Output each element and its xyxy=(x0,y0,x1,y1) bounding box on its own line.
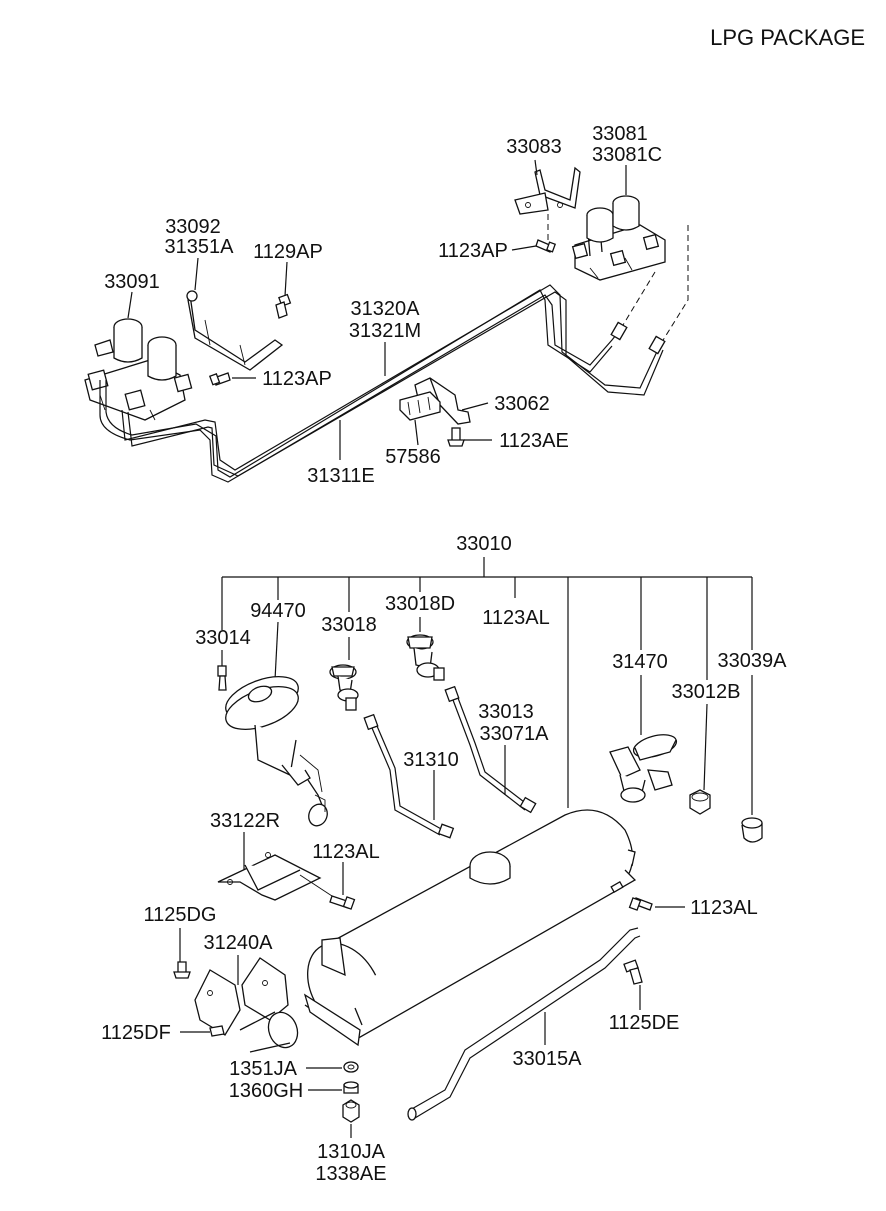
pipe-clip-57586 xyxy=(399,391,441,421)
solenoid-valve-right xyxy=(571,195,666,281)
cap-33039A xyxy=(741,817,763,843)
bolt-1123AP-right xyxy=(535,239,557,253)
bolt-1123AP-left xyxy=(208,372,231,386)
diagram-title: LPG PACKAGE xyxy=(710,25,865,50)
leader-tree-33010 xyxy=(221,557,753,815)
valve-33018D xyxy=(406,634,445,681)
leader-33083 xyxy=(534,159,538,176)
leader-33062 xyxy=(461,402,489,411)
pipe-33015A xyxy=(407,927,641,1121)
label-1360GH: 1360GH xyxy=(229,1080,304,1102)
label-33071A: 33071A xyxy=(480,723,550,745)
pipe-33013 xyxy=(444,685,537,814)
label-1125DE: 1125DE xyxy=(609,1012,680,1034)
label-33091: 33091 xyxy=(104,271,160,293)
fuel-sender-94470 xyxy=(225,676,328,827)
label-33092: 33092 xyxy=(165,216,221,238)
pipe-31310 xyxy=(363,713,455,839)
label-33083: 33083 xyxy=(506,136,562,158)
solenoid-valve-left xyxy=(84,318,193,421)
label-1351JA: 1351JA xyxy=(229,1058,297,1080)
label-33039A: 33039A xyxy=(718,650,788,672)
bolt-1129AP xyxy=(275,293,292,319)
bolt-1123AL-b xyxy=(329,895,356,910)
label-31310: 31310 xyxy=(403,749,459,771)
nut-33012B xyxy=(689,789,711,815)
leader-33091 xyxy=(127,291,133,319)
label-31240A: 31240A xyxy=(204,932,274,954)
label-33012B: 33012B xyxy=(672,681,741,703)
leader-1123AP-right xyxy=(511,245,537,251)
lpg-tank xyxy=(303,809,637,1047)
label-1123AP-left: 1123AP xyxy=(262,368,332,390)
bolt-1125DE xyxy=(623,959,643,985)
bracket-33083 xyxy=(514,166,581,215)
leader-57586 xyxy=(414,419,419,446)
washer-1351JA xyxy=(343,1061,359,1073)
label-1123AP-right: 1123AP xyxy=(438,240,508,262)
leader-33092 xyxy=(194,257,199,291)
guide-1123AL-b xyxy=(299,874,333,897)
label-1125DG: 1125DG xyxy=(143,904,216,926)
leader-dashed-right-a xyxy=(619,271,656,331)
label-31320A: 31320A xyxy=(351,298,421,320)
label-33014: 33014 xyxy=(195,627,251,649)
nut-1310JA xyxy=(342,1099,360,1123)
label-31311E: 31311E xyxy=(307,465,374,487)
valve-31470 xyxy=(609,734,678,803)
label-1123AL-a: 1123AL xyxy=(482,607,549,629)
label-33015A: 33015A xyxy=(513,1048,583,1070)
bracket-31240A xyxy=(194,957,299,1053)
label-31351A: 31351A xyxy=(165,236,235,258)
bolt-33014 xyxy=(217,665,227,691)
valve-33018 xyxy=(329,664,359,711)
bolt-1125DF xyxy=(209,1025,225,1037)
label-33062: 33062 xyxy=(494,393,550,415)
label-1338AE: 1338AE xyxy=(315,1163,386,1185)
label-33010: 33010 xyxy=(456,533,512,555)
label-94470: 94470 xyxy=(250,600,306,622)
bolt-1123AE xyxy=(447,427,465,447)
leader-dashed-right-b xyxy=(659,225,689,346)
label-1310JA: 1310JA xyxy=(317,1141,385,1163)
label-33013: 33013 xyxy=(478,701,534,723)
label-1123AL-b: 1123AL xyxy=(312,841,379,863)
bracket-33092 xyxy=(186,290,284,371)
label-1125DF: 1125DF xyxy=(101,1022,171,1044)
bracket-33122R xyxy=(217,852,322,901)
label-1123AL-c: 1123AL xyxy=(690,897,757,919)
leader-1129AP xyxy=(284,261,288,297)
label-33018: 33018 xyxy=(321,614,377,636)
label-33122R: 33122R xyxy=(210,810,280,832)
label-31470: 31470 xyxy=(612,651,668,673)
washer-1360GH xyxy=(343,1081,359,1094)
bolt-1123AL-c xyxy=(628,897,653,911)
label-1123AE: 1123AE xyxy=(499,430,569,452)
label-33018D: 33018D xyxy=(385,593,455,615)
fuel-pipes xyxy=(99,284,666,483)
label-57586: 57586 xyxy=(385,446,441,468)
label-33081C: 33081C xyxy=(592,144,662,166)
label-31321M: 31321M xyxy=(349,320,421,342)
label-33081: 33081 xyxy=(592,123,648,145)
bolt-1125DG xyxy=(173,961,191,979)
label-1129AP: 1129AP xyxy=(253,241,323,263)
